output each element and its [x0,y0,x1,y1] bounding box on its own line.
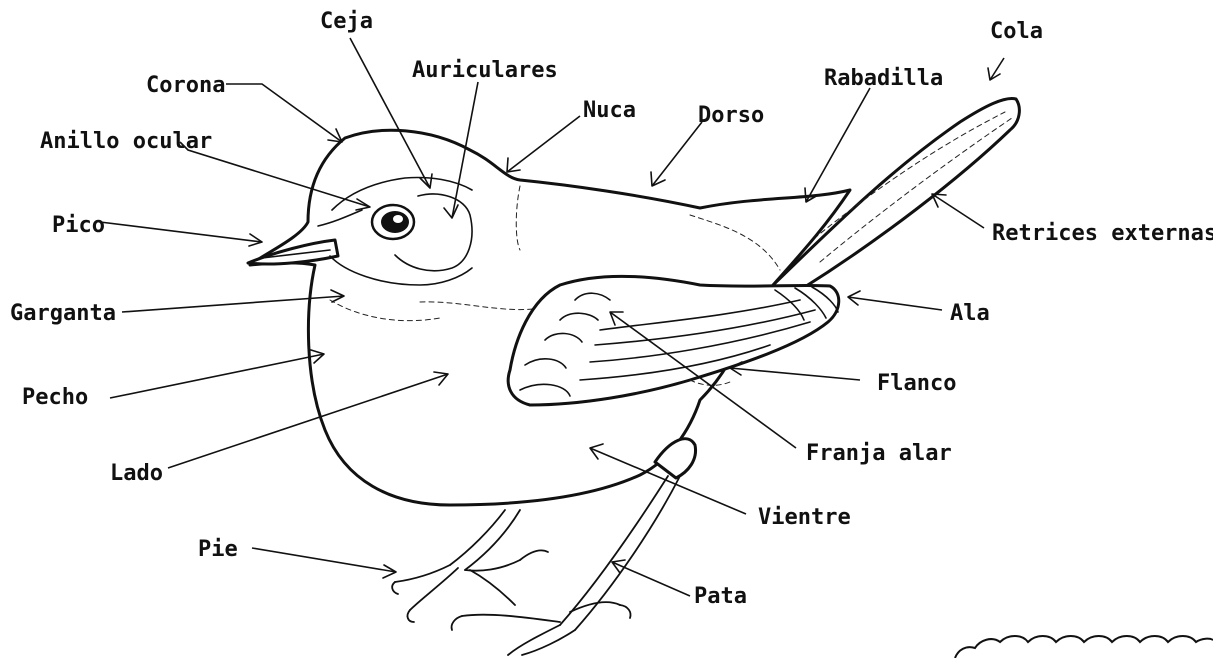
ala-leader [848,297,942,310]
retrices-externas-leader [932,194,984,228]
label-pata: Pata [694,584,747,609]
dorso-leader [652,122,702,186]
pie-leader [252,548,396,572]
label-dorso: Dorso [698,103,764,128]
label-lado: Lado [110,461,163,486]
rabadilla-leader [806,88,870,202]
label-corona: Corona [146,73,225,98]
pico-leader [100,222,262,242]
pecho-leader [110,354,324,398]
bird-tail [770,98,1019,290]
label-garganta: Garganta [10,301,116,326]
label-auriculares: Auriculares [412,58,558,83]
label-flanco: Flanco [877,371,956,396]
label-pico: Pico [52,213,105,238]
label-retrices-externas: Retrices externas [992,221,1213,246]
flanco-leader [730,368,860,380]
label-anillo-ocular: Anillo ocular [40,129,212,154]
label-vientre: Vientre [758,505,851,530]
nuca-leader [507,116,580,172]
label-pecho: Pecho [22,385,88,410]
corona-leader [226,84,342,142]
label-cola: Cola [990,19,1043,44]
label-ala: Ala [950,301,990,326]
label-rabadilla: Rabadilla [824,66,943,91]
label-franja-alar: Franja alar [806,441,952,466]
decorative-cloud-corner [955,636,1213,658]
label-ceja: Ceja [320,9,373,34]
pata-leader [612,562,690,596]
label-nuca: Nuca [583,98,636,123]
label-pie: Pie [198,537,238,562]
